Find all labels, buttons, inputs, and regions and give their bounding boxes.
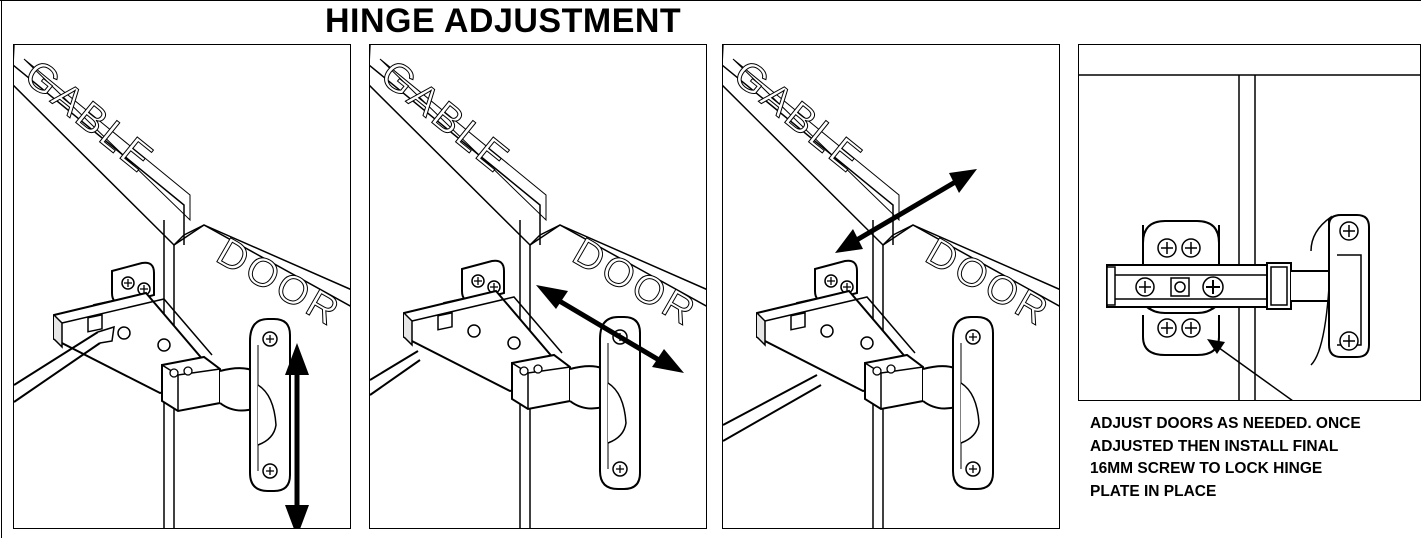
panel-depth-adjustment: GABLE DOOR bbox=[722, 44, 1060, 529]
panel-3-illustration: GABLE DOOR bbox=[723, 45, 1059, 528]
gable-label: GABLE bbox=[725, 52, 872, 183]
hinge-assembly bbox=[403, 259, 641, 490]
gable-label: GABLE bbox=[372, 52, 519, 183]
panel-1-illustration: GABLE DOOR bbox=[14, 45, 350, 528]
top-border-line bbox=[0, 0, 1421, 1]
panel-front-view bbox=[1078, 44, 1421, 401]
panel-side-adjustment: GABLE DOOR bbox=[369, 44, 707, 529]
panel-4-illustration bbox=[1079, 74, 1420, 400]
hinge-assembly bbox=[53, 261, 291, 492]
diagonal-double-arrow-depth bbox=[835, 169, 977, 253]
hinge-assembly bbox=[756, 259, 994, 490]
note-line: ADJUST DOORS AS NEEDED. ONCE bbox=[1090, 415, 1361, 432]
hinge-front-view bbox=[1106, 214, 1370, 366]
note-line: PLATE IN PLACE bbox=[1090, 482, 1217, 500]
note-line: ADJUSTED THEN INSTALL FINAL bbox=[1090, 437, 1339, 455]
screwdriver bbox=[723, 374, 822, 442]
panel-2-illustration: GABLE DOOR bbox=[370, 45, 706, 528]
left-border-line bbox=[1, 0, 2, 538]
gable-label: GABLE bbox=[16, 52, 163, 183]
screwdriver bbox=[14, 331, 101, 403]
panel-vertical-adjustment: GABLE DOOR bbox=[13, 44, 351, 529]
page-title: HINGE ADJUSTMENT bbox=[325, 2, 682, 40]
vertical-double-arrow bbox=[285, 343, 309, 528]
screwdriver bbox=[370, 350, 421, 396]
note-line: 16MM SCREW TO LOCK HINGE bbox=[1090, 460, 1323, 477]
front-view-note: ADJUST DOORS AS NEEDED. ONCE ADJUSTED TH… bbox=[1090, 413, 1421, 503]
leader-line bbox=[1207, 339, 1293, 400]
diagonal-double-arrow-side bbox=[536, 285, 684, 373]
